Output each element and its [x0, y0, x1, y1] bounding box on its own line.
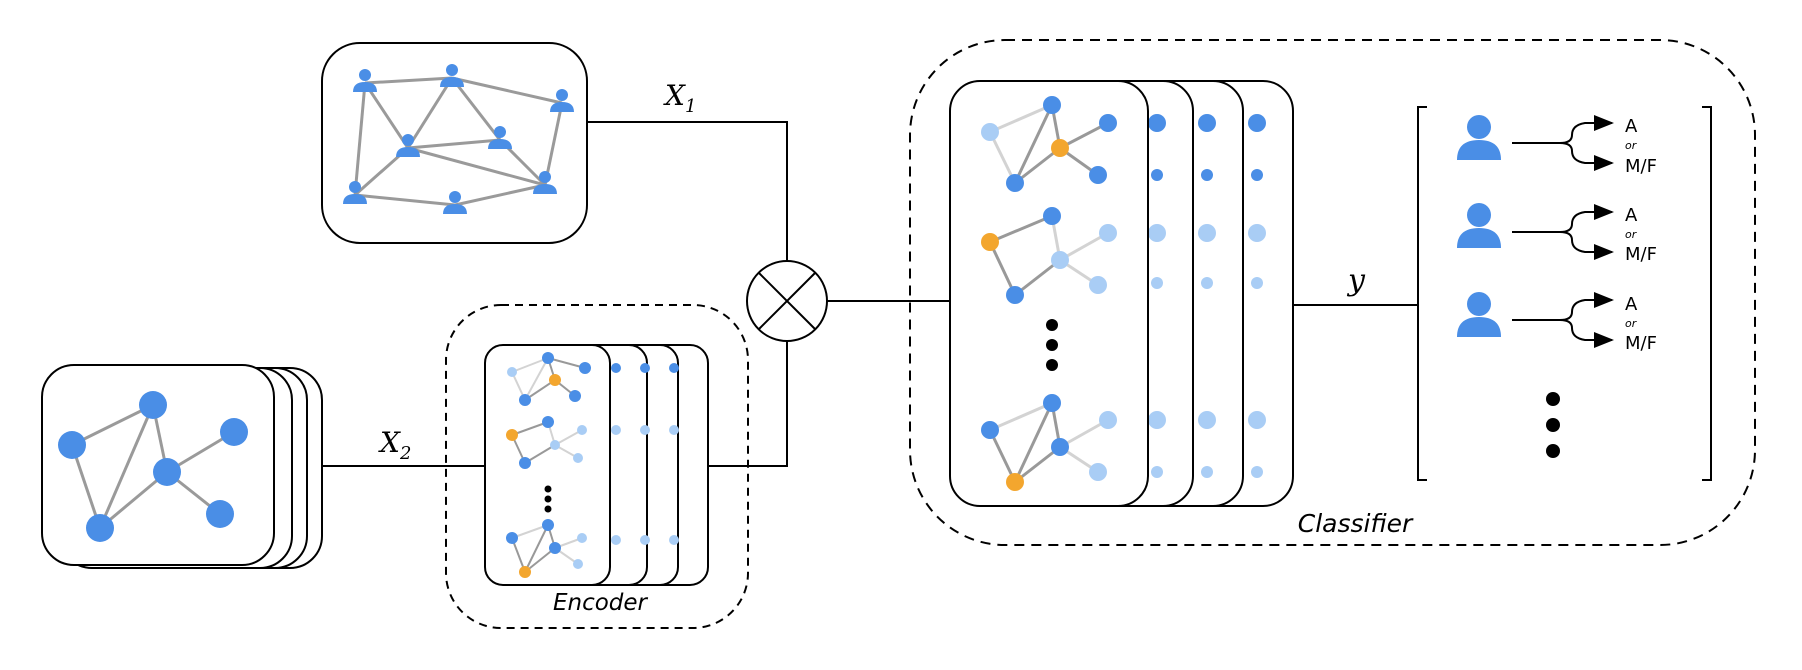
- output-bracket-left: [1417, 106, 1427, 481]
- svg-text:A: A: [1625, 294, 1638, 315]
- output-row-3: A or M/F: [1457, 292, 1657, 354]
- encoder-subgraph: [507, 352, 591, 406]
- x2-label: X2: [378, 426, 411, 464]
- combine-operator-icon: [746, 260, 828, 342]
- classifier-subgraph: [981, 394, 1117, 491]
- classifier-label: Classifier: [1298, 509, 1414, 538]
- classifier-subgraph: [981, 207, 1117, 304]
- classifier-subgraph: [981, 96, 1117, 192]
- input-graph-nodes: [58, 391, 248, 542]
- svg-text:M/F: M/F: [1625, 156, 1657, 177]
- user-icon: [488, 126, 512, 149]
- encoder-subgraph: [506, 519, 587, 578]
- svg-text:or: or: [1625, 139, 1638, 152]
- svg-text:M/F: M/F: [1625, 244, 1657, 265]
- classifier-block: y A or M/F A or M/F: [909, 39, 1756, 546]
- ellipsis-icon: [1546, 392, 1560, 458]
- user-icon: [440, 64, 464, 87]
- x1-label: X1: [663, 79, 696, 117]
- user-icon: [1457, 292, 1501, 337]
- user-icon: [533, 171, 557, 194]
- user-icon: [1457, 115, 1501, 160]
- svg-text:or: or: [1625, 317, 1638, 330]
- user-icon: [343, 181, 367, 204]
- encoder-label: Encoder: [553, 590, 649, 616]
- svg-text:A: A: [1625, 116, 1638, 137]
- output-bracket-right: [1702, 106, 1712, 481]
- user-icon: [353, 69, 377, 92]
- x1-connector: [587, 121, 788, 262]
- svg-text:M/F: M/F: [1625, 333, 1657, 354]
- output-row-2: A or M/F: [1457, 203, 1657, 265]
- user-icon: [443, 191, 467, 214]
- ellipsis-icon: [544, 485, 552, 513]
- svg-text:A: A: [1625, 205, 1638, 226]
- y-label: y: [1346, 263, 1366, 298]
- user-icon: [396, 134, 420, 157]
- encoder-to-combine: [708, 340, 788, 467]
- user-icon: [1457, 203, 1501, 248]
- social-graph-users: [343, 64, 574, 214]
- ellipsis-icon: [1046, 319, 1058, 371]
- svg-text:or: or: [1625, 228, 1638, 241]
- output-row-1: A or M/F: [1457, 115, 1657, 177]
- encoder-subgraph: [506, 416, 587, 469]
- user-icon: [550, 89, 574, 112]
- encoder-block: Encoder: [445, 304, 749, 629]
- input-graph-stack: [41, 364, 323, 569]
- social-graph-panel: [321, 42, 588, 244]
